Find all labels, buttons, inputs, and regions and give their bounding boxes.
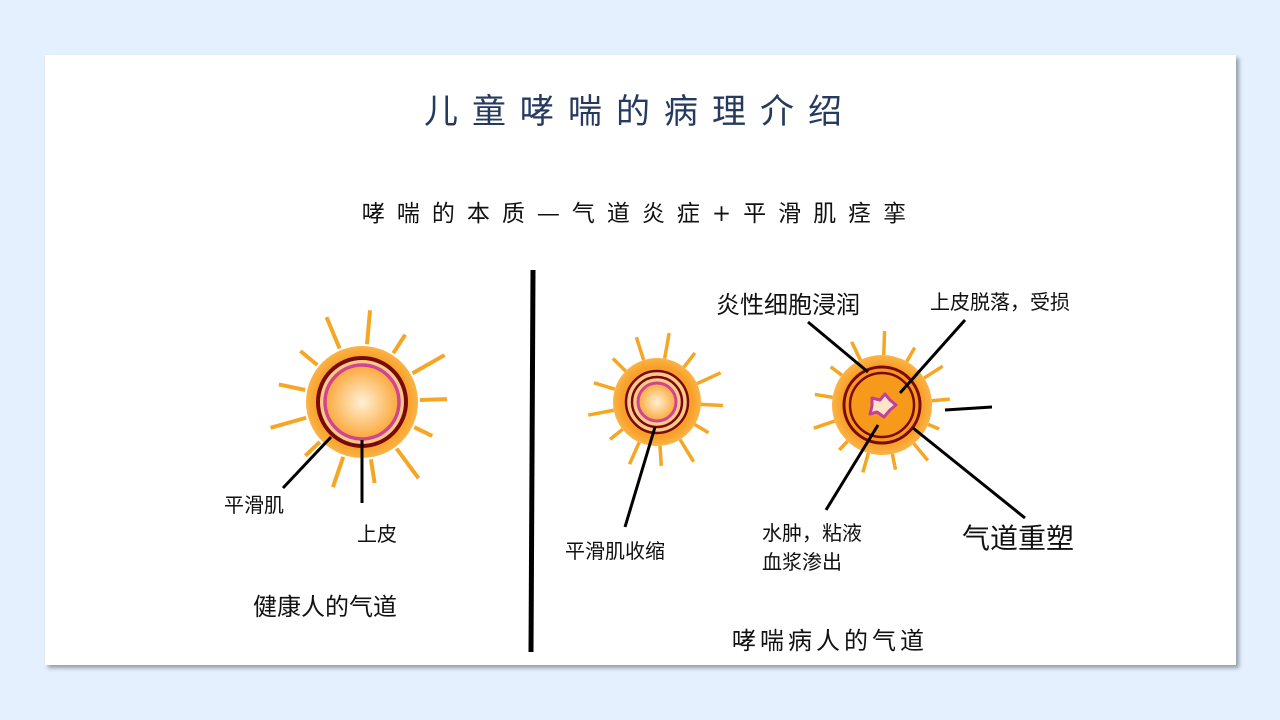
ray [627, 441, 641, 465]
ray [658, 445, 664, 466]
ray [331, 456, 346, 488]
label-epithelium: 上皮 [357, 522, 397, 546]
ray [696, 371, 722, 386]
slide [45, 55, 1236, 665]
ray [905, 346, 917, 363]
label-smooth-muscle: 平滑肌 [224, 493, 284, 517]
ray [278, 382, 306, 392]
ray [662, 332, 671, 359]
ray [890, 453, 898, 470]
ray [861, 452, 871, 473]
healthy-airway [306, 346, 418, 458]
ray [413, 425, 434, 438]
ray [693, 423, 710, 435]
ray [270, 415, 307, 430]
ray [394, 447, 421, 480]
ray [324, 316, 342, 350]
divider [528, 269, 536, 653]
ray [682, 351, 697, 369]
asthma-airway-contracted [613, 358, 701, 446]
ray [391, 333, 407, 355]
label-airway-remodeling: 气道重塑 [962, 522, 1075, 555]
ray [814, 392, 833, 399]
label-edema-mucus: 水肿，粘液 [762, 521, 862, 545]
ray [881, 330, 887, 356]
leader-lines [281, 319, 1026, 528]
subtitle: 哮喘的本质—气道炎症+平滑肌痉挛 [361, 201, 919, 227]
ray [611, 357, 627, 373]
label-inflammatory-infiltration: 炎性细胞浸润 [716, 291, 860, 319]
label-smooth-muscle-contraction: 平滑肌收缩 [565, 539, 665, 563]
ray [304, 440, 322, 458]
page-title: 儿童哮喘的病理介绍 [424, 92, 856, 132]
label-plasma-exudation: 血浆渗出 [762, 550, 842, 574]
ray [587, 408, 615, 417]
ray [368, 459, 377, 484]
ray [678, 438, 696, 463]
ray [411, 353, 446, 376]
caption-healthy: 健康人的气道 [253, 593, 397, 621]
ray [299, 349, 319, 367]
ray [700, 402, 723, 408]
rays [270, 310, 950, 488]
ray [829, 365, 843, 377]
ray [931, 397, 950, 403]
ray [419, 397, 448, 403]
asthma-airway-remodeled [832, 355, 932, 455]
ray [923, 364, 944, 380]
ray [593, 381, 616, 391]
ray [365, 310, 373, 345]
ray [608, 427, 624, 441]
ray [927, 422, 940, 431]
label-epithelial-shedding: 上皮脱落，受损 [930, 290, 1070, 314]
ray [838, 440, 849, 452]
ray [850, 341, 862, 361]
ray [634, 336, 646, 361]
ray [912, 442, 930, 462]
ray [813, 419, 836, 430]
caption-asthma: 哮喘病人的气道 [732, 627, 928, 655]
